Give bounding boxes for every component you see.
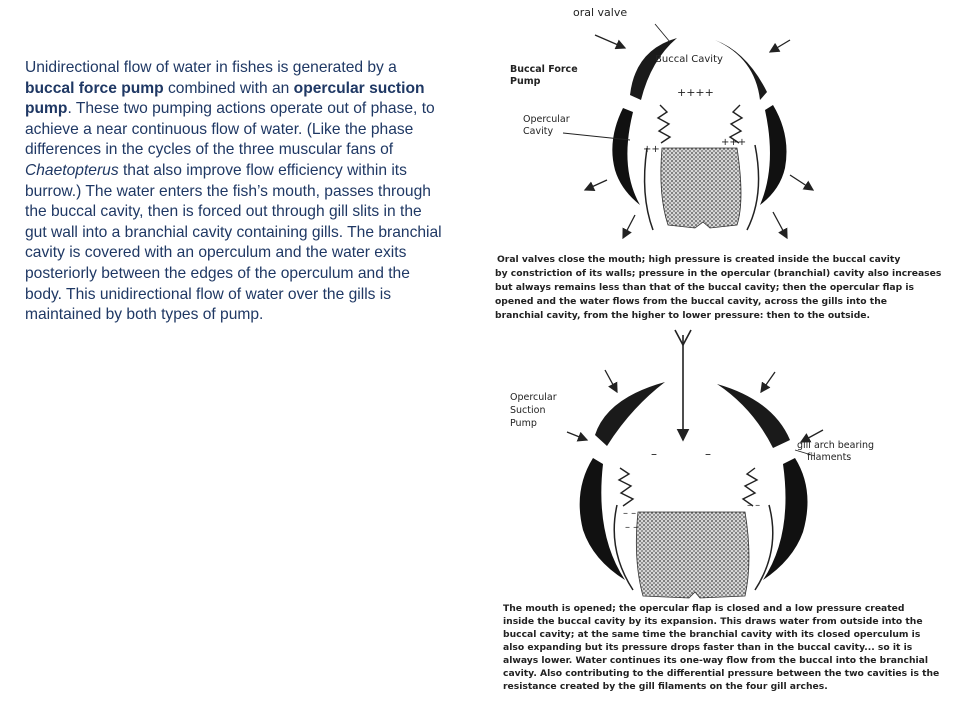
arrow-top-right (760, 371, 776, 394)
term-opercular-suction-pump: opercular suction pump (25, 79, 425, 118)
arrow-in-left (594, 34, 627, 50)
caption-top-line: branchial cavity, from the higher to low… (495, 310, 870, 321)
right-gill-zigzag-2 (741, 467, 759, 507)
pressure-minus-left: – (651, 447, 657, 461)
label-buccal-cavity: Buccal Cavity (655, 54, 723, 65)
caption-top: Oral valves close the mouth; high pressu… (495, 254, 942, 321)
pressure-minus-right: – (705, 447, 711, 461)
caption-bottom-line: inside the buccal cavity by its expansio… (503, 616, 923, 627)
caption-top-line: opened and the water flows from the bucc… (495, 296, 887, 307)
text-run: combined with an (163, 79, 294, 97)
left-gill-zigzag (656, 104, 672, 144)
left-oral-valve-open (595, 382, 665, 446)
leader-opercular (562, 132, 631, 141)
arrow-exit-left (622, 214, 636, 240)
gut-stipple (660, 147, 742, 229)
right-body-wall-2 (754, 504, 774, 591)
caption-top-line: Oral valves close the mouth; high pressu… (497, 254, 900, 265)
left-gill-zigzag-2 (617, 467, 635, 507)
left-opercular-flap-closed (579, 458, 625, 580)
slide-body-text: Unidirectional flow of water in fishes i… (25, 58, 445, 326)
arrow-side-left (566, 431, 589, 442)
leader-gill-arch (794, 449, 816, 457)
pressure-plus-right: +++ (721, 137, 746, 148)
pressure-minus-left-low2: – – (625, 522, 638, 533)
fish-pump-diagram: oral valve Buccal Cavity Buccal Force Pu… (495, 6, 942, 692)
pressure-plus-top: ++++ (677, 86, 714, 99)
label-buccal-force-pump-1: Buccal Force (510, 64, 578, 75)
label-opercular-suction-pump-3: Pump (510, 418, 537, 429)
caption-bottom-line: The mouth is opened; the opercular flap … (503, 603, 904, 614)
label-opercular-suction-pump-1: Opercular (510, 392, 557, 403)
label-opercular-suction-pump-2: Suction (510, 405, 545, 416)
pressure-minus-right-low: – – (747, 500, 760, 511)
right-opercular-flap (760, 105, 787, 205)
caption-top-line: but always remains less than that of the… (495, 282, 914, 293)
gut-stipple-2 (635, 511, 750, 599)
left-body-wall-2 (613, 504, 634, 591)
right-oral-valve (715, 40, 767, 100)
text-run: that also improve flow efficiency within… (25, 161, 442, 324)
caption-top-line: by constriction of its walls; pressure i… (495, 268, 942, 279)
right-opercular-flap-closed (763, 458, 808, 580)
arrow-side-right (799, 429, 824, 443)
arrow-water-in-tail (674, 329, 692, 347)
arrow-top-left (604, 369, 618, 394)
caption-bottom: The mouth is opened; the opercular flap … (503, 603, 939, 692)
caption-bottom-line: always lower. Water continues its one-wa… (503, 655, 928, 666)
arrow-in-right (768, 39, 791, 53)
right-gill-zigzag (728, 104, 744, 144)
term-chaetopterus: Chaetopterus (25, 161, 119, 179)
label-opercular-cavity-1: Opercular (523, 114, 570, 125)
label-opercular-cavity-2: Cavity (523, 126, 553, 137)
text-run: . These two pumping actions operate out … (25, 100, 435, 159)
caption-bottom-line: buccal cavity; at the same time the bran… (503, 629, 921, 640)
opercular-suction-pump-panel: Opercular Suction Pump gill arch bearing… (503, 329, 939, 692)
label-buccal-force-pump-2: Pump (510, 76, 541, 87)
label-gill-arch-2: filaments (807, 452, 851, 463)
arrow-exit-right (772, 211, 788, 240)
left-body-wall (643, 147, 654, 231)
pressure-minus-left-low: – – (623, 508, 636, 519)
arrow-out-right (789, 174, 815, 191)
text-run: Unidirectional flow of water in fishes i… (25, 59, 397, 76)
caption-bottom-line: cavity. Also contributing to the differe… (503, 668, 939, 679)
right-body-wall (746, 144, 760, 231)
pressure-plus-left: ++ (643, 144, 660, 155)
right-oral-valve-open (717, 384, 790, 448)
left-opercular-flap (612, 108, 640, 205)
leader-oral-valve (654, 23, 671, 43)
caption-bottom-line: also expanding but its pressure drops fa… (503, 642, 913, 653)
label-gill-arch-1: gill arch bearing (797, 440, 874, 451)
left-oral-valve (630, 38, 677, 100)
buccal-force-pump-panel: oral valve Buccal Cavity Buccal Force Pu… (495, 6, 942, 321)
term-buccal-force-pump: buccal force pump (25, 79, 164, 97)
label-oral-valve: oral valve (573, 6, 627, 19)
caption-bottom-line: resistance created by the gill filaments… (503, 681, 828, 692)
arrow-out-left (583, 179, 608, 191)
